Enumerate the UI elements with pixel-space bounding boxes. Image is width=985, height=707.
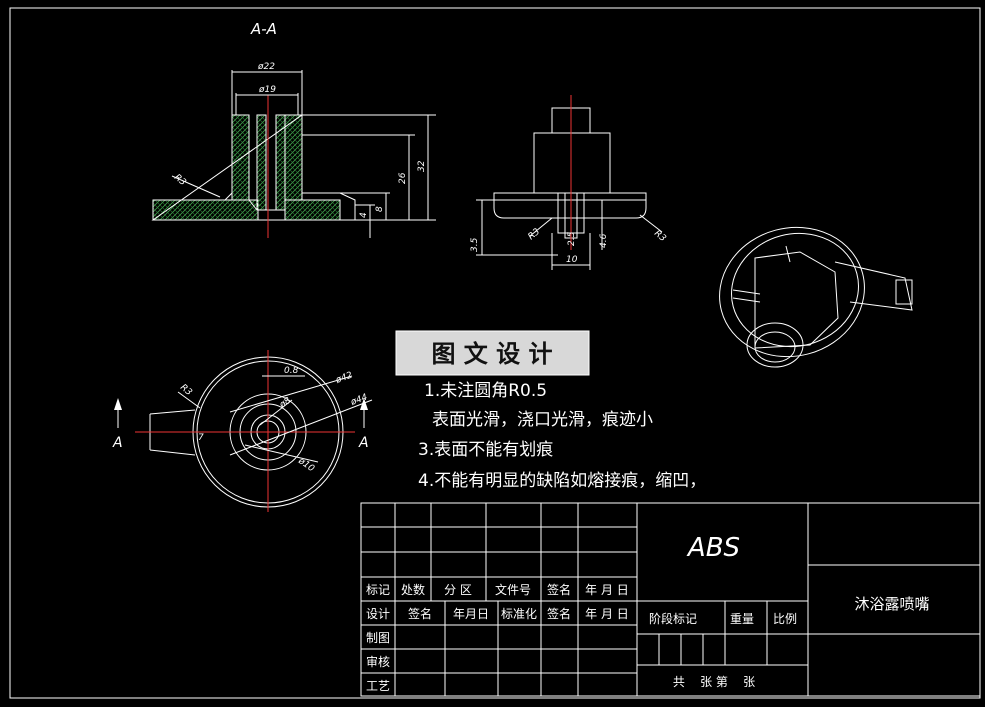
note-2: 表面光滑，浇口光滑，痕迹小 [432, 410, 653, 430]
tb-date-2: 年月日 [453, 607, 489, 621]
dim-w25: 2.5 [567, 231, 577, 246]
dim-d42: ø42 [334, 371, 355, 387]
tb-count: 处数 [401, 582, 425, 597]
tb-scale: 比例 [773, 612, 797, 626]
isometric-view [719, 226, 913, 368]
title-block [360, 502, 981, 697]
dim-w10: 10 [566, 255, 578, 265]
dim-d7: 7 [198, 433, 204, 443]
dim-d8: ø8 [277, 396, 293, 411]
note-1: 1.未注圆角R0.5 [424, 381, 547, 401]
dim-d19: ø19 [258, 85, 276, 95]
dim-r3-d: R3 [178, 383, 194, 399]
tb-fileno: 文件号 [495, 582, 531, 597]
banner-box [395, 330, 590, 376]
dim-h4: 4 [359, 212, 369, 218]
tb-date-1: 年 月 日 [585, 583, 629, 597]
dim-h46: 4.6 [599, 233, 609, 248]
part-name: 沐浴露喷嘴 [854, 595, 929, 613]
dim-r3-a: R3 [172, 173, 188, 189]
tb-design: 设计 [366, 607, 390, 621]
section-label: A-A [250, 20, 277, 38]
dim-r3-c: R3 [652, 229, 668, 245]
dim-d10: ø10 [295, 456, 316, 475]
section-mark-left: A [112, 435, 123, 451]
tb-date-3: 年 月 日 [585, 607, 629, 621]
dim-r3-b: R3 [527, 227, 543, 243]
tb-sign-3: 签名 [547, 606, 571, 621]
tb-sign-2: 签名 [408, 606, 432, 621]
tb-mark: 标记 [366, 583, 390, 597]
drawing-border [9, 7, 981, 699]
tb-stage-mark: 阶段标记 [649, 611, 697, 626]
tb-review: 审核 [366, 654, 390, 669]
dim-h8: 8 [375, 206, 385, 212]
tb-draw: 制图 [366, 631, 390, 645]
dim-h35: 3.5 [470, 237, 480, 252]
tb-sign-1: 签名 [547, 582, 571, 597]
note-3: 3.表面不能有划痕 [418, 440, 553, 460]
tb-standard: 标准化 [501, 607, 537, 621]
dim-h32: 32 [417, 160, 427, 172]
banner-text: 图 文 设 计 [431, 340, 552, 368]
top-view: A A 0.8 ø42 ø44 ø8 ø10 7 R3 [112, 350, 373, 512]
note-4: 4.不能有明显的缺陷如熔接痕，缩凹， [418, 471, 706, 491]
section-mark-right: A [358, 435, 369, 451]
tb-weight: 重量 [730, 612, 754, 626]
tb-zone: 分 区 [444, 583, 472, 597]
dim-d08: 0.8 [284, 366, 299, 376]
material-label: ABS [686, 533, 740, 563]
tb-sheets: 共 张 第 张 [673, 675, 755, 689]
section-view-a-a: A-A ø22 ø19 32 26 8 4 R3 [151, 20, 436, 238]
front-view: 3.5 10 2.5 4.6 R3 R3 [470, 95, 668, 270]
dim-h26: 26 [398, 172, 408, 184]
dim-d22: ø22 [257, 62, 275, 72]
tb-process: 工艺 [366, 679, 390, 693]
